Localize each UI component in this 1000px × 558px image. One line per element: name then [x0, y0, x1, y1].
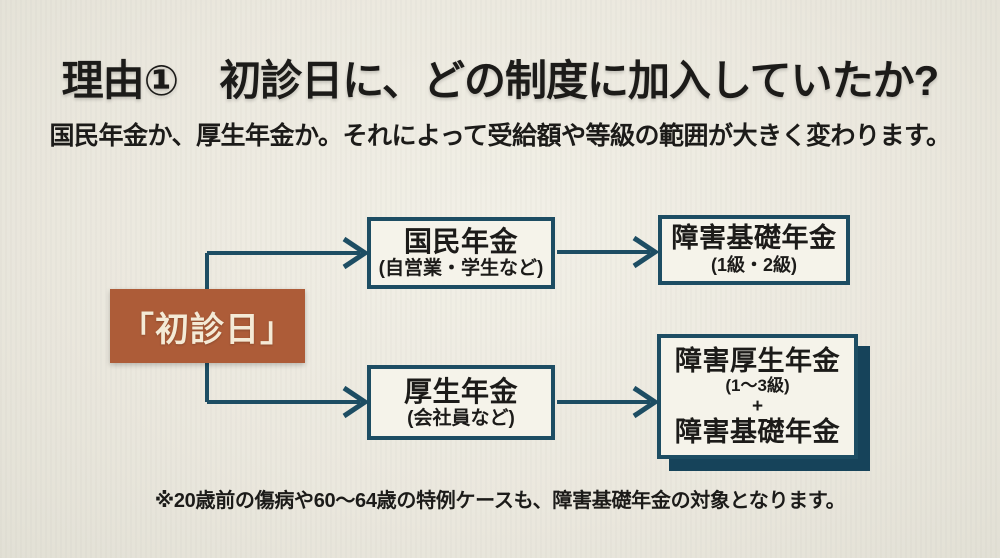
basic-disability-title: 障害基礎年金	[671, 223, 837, 253]
national-pension-subtitle: (自営業・学生など)	[378, 258, 544, 279]
slide-subtitle: 国民年金か、厚生年金か。それによって受給額や等級の範囲が大きく変わります。	[49, 122, 951, 150]
combined-disability-pension-box: 障害厚生年金 (1〜3級) + 障害基礎年金	[657, 334, 858, 459]
first-visit-date-box: 「初診日」	[110, 289, 305, 363]
arrowhead-icon	[632, 235, 660, 269]
arrowhead-icon	[632, 385, 660, 419]
employees-pension-box: 厚生年金 (会社員など)	[367, 365, 555, 440]
additional-basic-disability-title: 障害基礎年金	[675, 417, 840, 447]
national-pension-box: 国民年金 (自営業・学生など)	[367, 217, 555, 289]
slide-footnote: ※20歳前の傷病や60〜64歳の特例ケースも、障害基礎年金の対象となります。	[154, 490, 846, 512]
national-pension-title: 国民年金	[403, 226, 518, 257]
arrowhead-icon	[342, 236, 370, 270]
plus-sign: +	[751, 396, 764, 417]
employees-pension-title: 厚生年金	[403, 375, 518, 407]
arrowhead-icon	[342, 385, 370, 419]
basic-disability-pension-box: 障害基礎年金 (1級・2級)	[658, 215, 850, 285]
slide-title: 理由① 初診日に、どの制度に加入していたか?	[61, 57, 940, 104]
employees-disability-title: 障害厚生年金	[675, 346, 840, 376]
first-visit-date-label: 「初診日」	[120, 310, 295, 349]
employees-pension-subtitle: (会社員など)	[407, 407, 515, 429]
employees-disability-grade: (1〜3級)	[725, 376, 790, 395]
basic-disability-grade: (1級・2級)	[710, 255, 797, 275]
